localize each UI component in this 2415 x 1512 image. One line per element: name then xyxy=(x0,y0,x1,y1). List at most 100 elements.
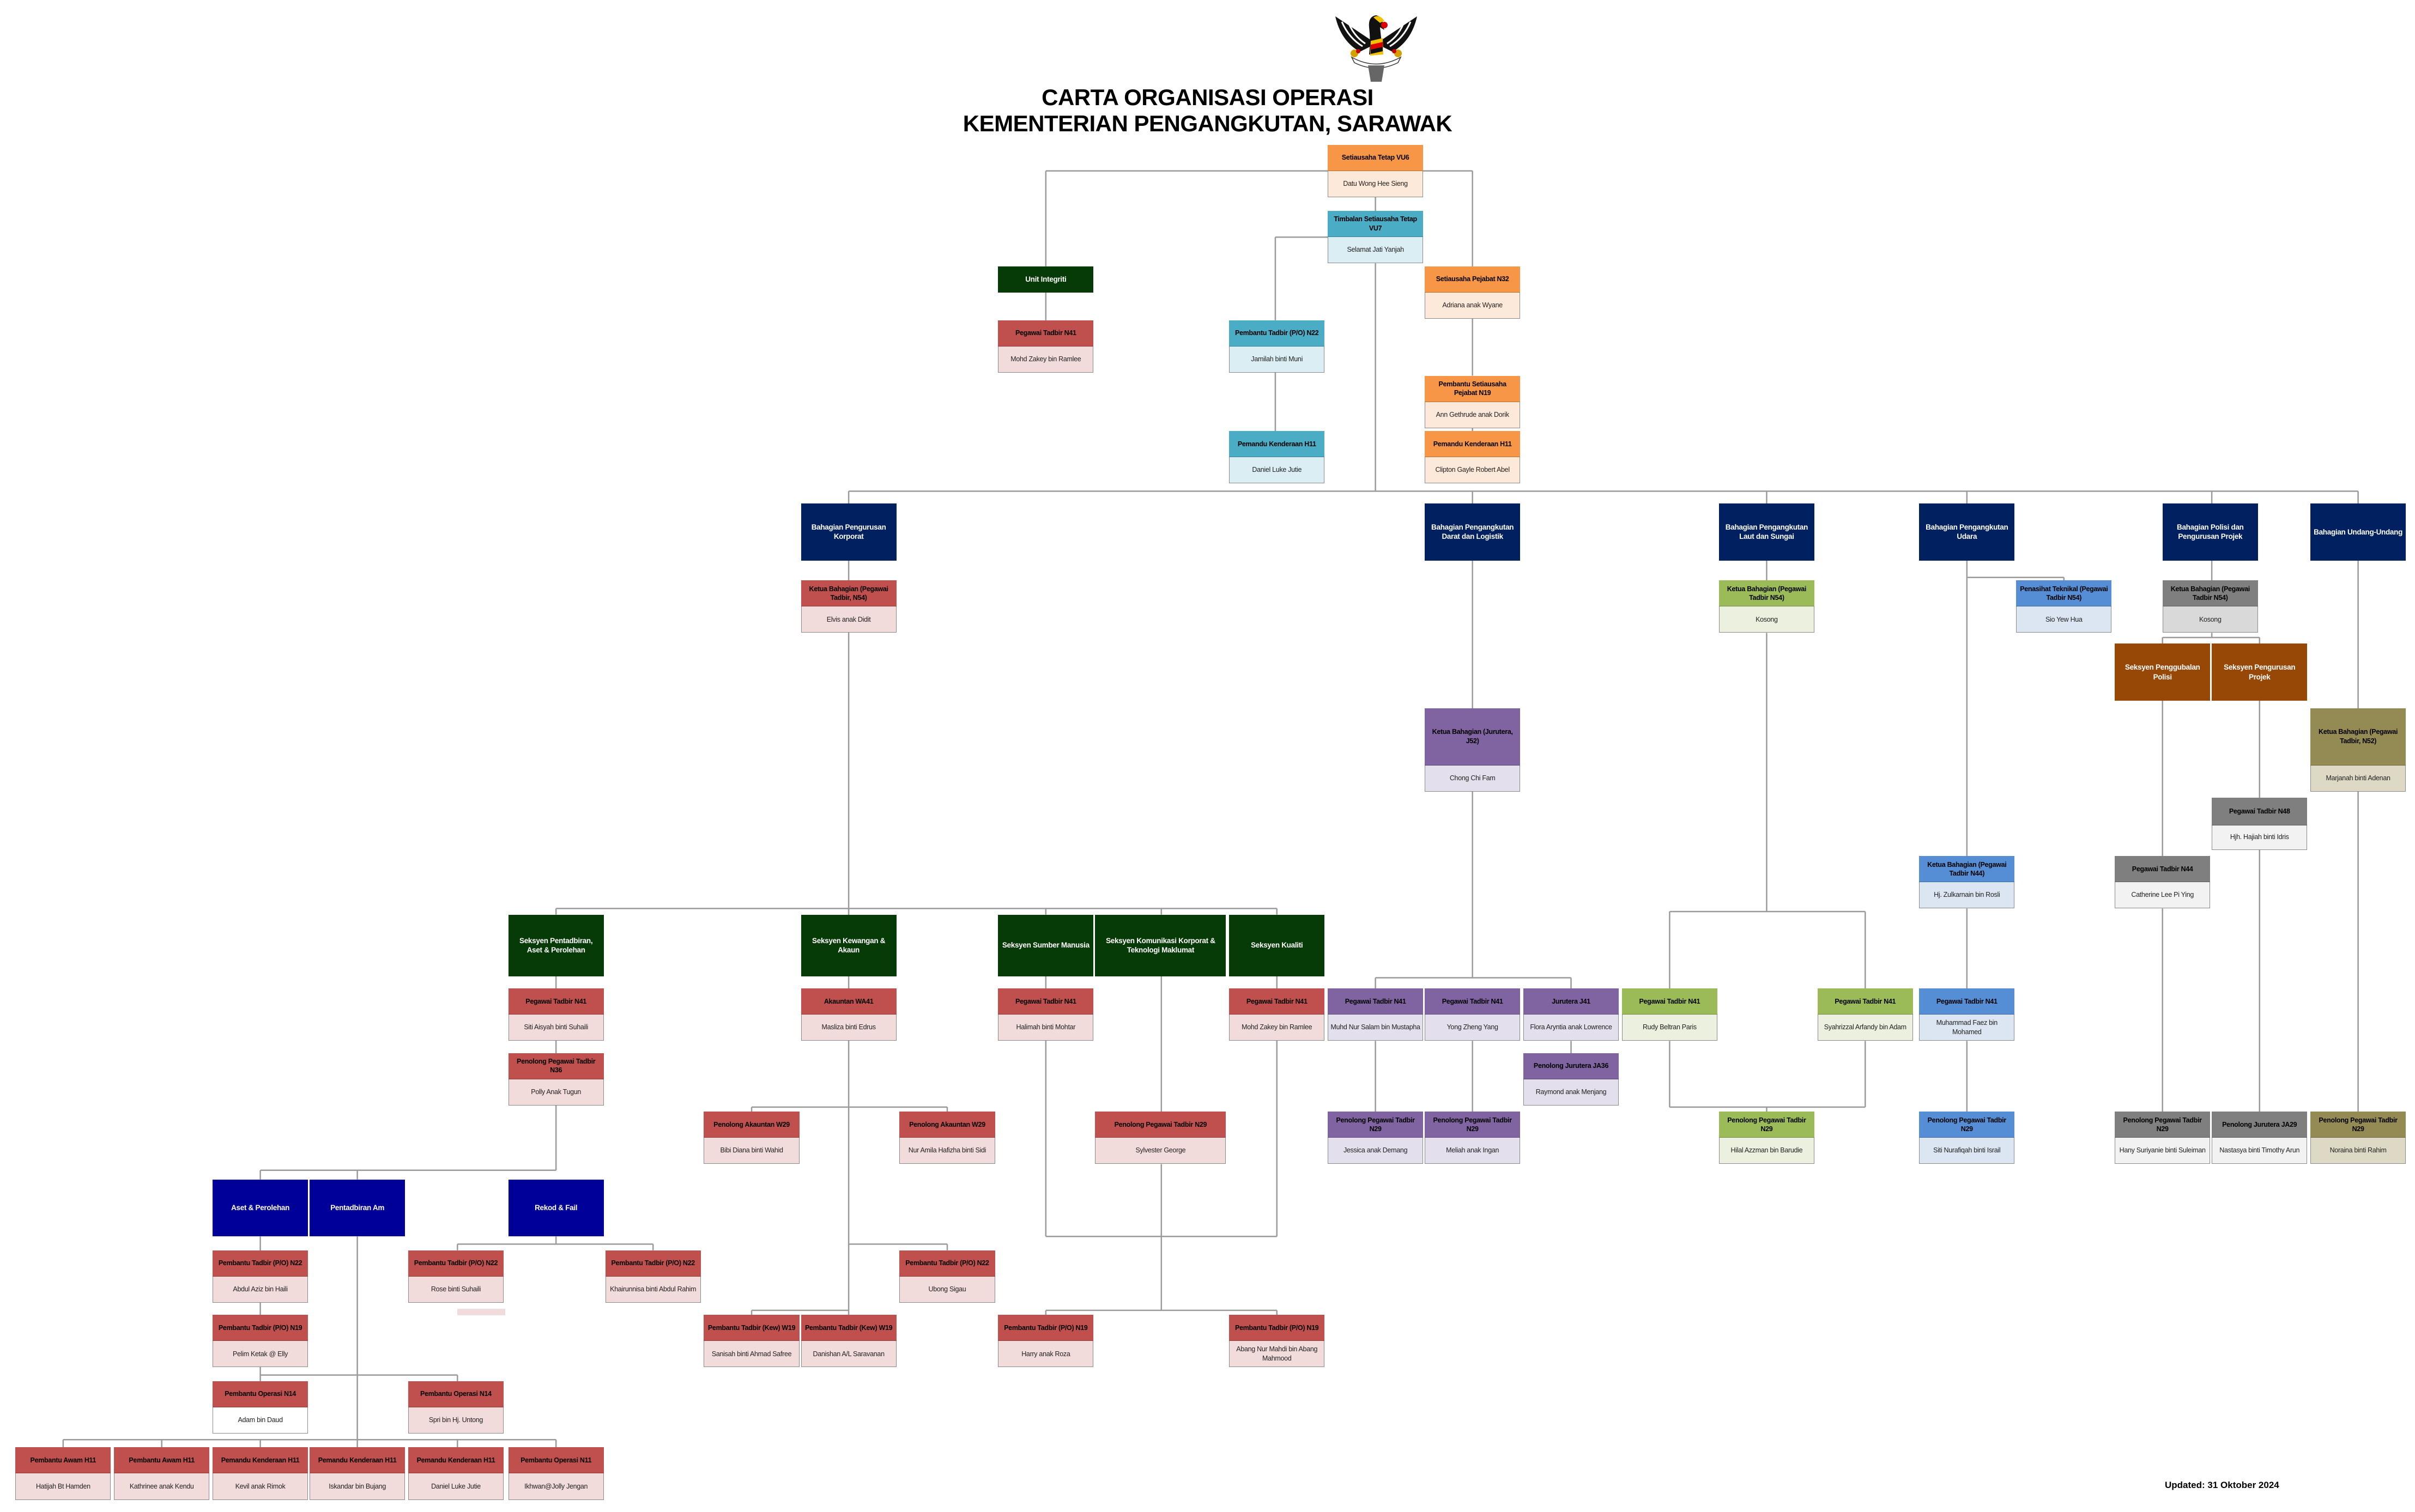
officer-name: Sanisah binti Ahmad Safree xyxy=(704,1341,800,1368)
org-unit-box: Seksyen Pentadbiran, Aset & Perolehan xyxy=(508,914,604,976)
position-box: Ketua Bahagian (Pegawai Tadbir N54)Koson… xyxy=(2162,580,2258,633)
position-title: Akauntan WA41 xyxy=(801,988,897,1015)
position-title: Pegawai Tadbir N48 xyxy=(2212,797,2308,825)
position-title: Pegawai Tadbir N41 xyxy=(1919,988,2015,1015)
org-unit-box: Seksyen Pengurusan Projek xyxy=(2212,643,2308,701)
officer-name: Mohd Zakey bin Ramlee xyxy=(1229,1015,1325,1041)
officer-name: Hatijah Bt Hamden xyxy=(15,1473,111,1500)
position-title: Pembantu Tadbir (P/O) N22 xyxy=(408,1250,504,1277)
position-title: Pembantu Tadbir (Kew) W19 xyxy=(704,1315,800,1341)
sarawak-crest-logo xyxy=(1335,15,1417,82)
officer-name: Kosong xyxy=(1718,606,1815,633)
officer-name: Jessica anak Demang xyxy=(1328,1138,1424,1164)
position-title: Penolong Pegawai Tadbir N29 xyxy=(1718,1112,1815,1138)
position-title: Pembantu Tadbir (Kew) W19 xyxy=(801,1315,897,1341)
position-title: Penolong Pegawai Tadbir N29 xyxy=(1919,1112,2015,1138)
unit-name: Bahagian Polisi dan Pengurusan Projek xyxy=(2162,503,2258,561)
position-title: Penolong Pegawai Tadbir N29 xyxy=(1095,1112,1226,1138)
position-title: Pegawai Tadbir N41 xyxy=(508,988,604,1015)
officer-name: Marjanah binti Adenan xyxy=(2310,765,2406,792)
position-title: Pemandu Kenderaan H11 xyxy=(408,1447,504,1474)
position-title: Ketua Bahagian (Jurutera, J52) xyxy=(1425,708,1521,766)
officer-name: Noraina binti Rahim xyxy=(2310,1138,2406,1164)
org-unit-box: Rekod & Fail xyxy=(508,1179,604,1237)
unit-name: Aset & Perolehan xyxy=(212,1179,308,1237)
officer-name: Hilal Azzman bin Barudie xyxy=(1718,1138,1815,1164)
position-title: Pembantu Operasi N14 xyxy=(408,1381,504,1407)
org-unit-box: Unit Integriti xyxy=(998,266,1094,293)
position-title: Pemandu Kenderaan H11 xyxy=(1229,431,1325,458)
org-unit-box: Bahagian Pengangkutan Laut dan Sungai xyxy=(1718,503,1815,561)
position-title: Pegawai Tadbir N41 xyxy=(998,320,1094,347)
org-unit-box: Bahagian Pengangkutan Darat dan Logistik xyxy=(1425,503,1521,561)
officer-name: Mohd Zakey bin Ramlee xyxy=(998,346,1094,373)
position-title: Pembantu Tadbir (P/O) N22 xyxy=(1229,320,1325,347)
officer-name: Sio Yew Hua xyxy=(2016,606,2112,633)
position-title: Pegawai Tadbir N41 xyxy=(1229,988,1325,1015)
position-box: Penasihat Teknikal (Pegawai Tadbir N54)S… xyxy=(2016,580,2112,633)
officer-name: Adam bin Daud xyxy=(212,1407,308,1434)
officer-name: Spri bin Hj. Untong xyxy=(408,1407,504,1434)
position-title: Pembantu Tadbir (P/O) N22 xyxy=(899,1250,995,1277)
org-unit-box: Seksyen Sumber Manusia xyxy=(998,914,1094,976)
position-title: Pembantu Tadbir (P/O) N19 xyxy=(1229,1315,1325,1341)
org-unit-box: Seksyen Penggubalan Polisi xyxy=(2115,643,2211,701)
position-title: Penolong Akauntan W29 xyxy=(899,1112,995,1138)
officer-name: Adriana anak Wyane xyxy=(1425,292,1521,319)
position-title: Pegawai Tadbir N41 xyxy=(998,988,1094,1015)
org-unit-box: Bahagian Undang-Undang xyxy=(2310,503,2406,561)
position-title: Pemandu Kenderaan H11 xyxy=(212,1447,308,1474)
position-title: Pegawai Tadbir N41 xyxy=(1328,988,1424,1015)
officer-name: Clipton Gayle Robert Abel xyxy=(1425,457,1521,484)
org-unit-box: Seksyen Kualiti xyxy=(1229,914,1325,976)
position-title: Pemandu Kenderaan H11 xyxy=(310,1447,405,1474)
unit-name: Seksyen Penggubalan Polisi xyxy=(2115,643,2211,701)
officer-name: Syahrizzal Arfandy bin Adam xyxy=(1817,1015,1913,1041)
position-title: Penolong Jurutera JA36 xyxy=(1523,1053,1619,1079)
officer-name: Harry anak Roza xyxy=(998,1341,1094,1368)
empty-cell-marker xyxy=(457,1309,505,1315)
updated-date: Updated: 31 Oktober 2024 xyxy=(2165,1480,2279,1490)
position-title: Pembantu Tadbir (P/O) N22 xyxy=(605,1250,701,1277)
officer-name: Flora Aryntia anak Lowrence xyxy=(1523,1015,1619,1041)
officer-name: Elvis anak Didit xyxy=(801,606,897,633)
position-title: Penolong Akauntan W29 xyxy=(704,1112,800,1138)
unit-name: Bahagian Undang-Undang xyxy=(2310,503,2406,561)
org-unit-box: Aset & Perolehan xyxy=(212,1179,308,1237)
position-title: Pegawai Tadbir N41 xyxy=(1817,988,1913,1015)
officer-name: Ann Gethrude anak Dorik xyxy=(1425,402,1521,428)
position-title: Pemandu Kenderaan H11 xyxy=(1425,431,1521,458)
officer-name: Pelim Ketak @ Elly xyxy=(212,1341,308,1368)
unit-name: Bahagian Pengurusan Korporat xyxy=(801,503,897,561)
officer-name: Datu Wong Hee Sieng xyxy=(1328,171,1424,197)
unit-name: Unit Integriti xyxy=(998,266,1094,293)
officer-name: Hj. Zulkarnain bin Rosli xyxy=(1919,882,2015,909)
unit-name: Seksyen Pentadbiran, Aset & Perolehan xyxy=(508,914,604,976)
position-box: Ketua Bahagian (Pegawai Tadbir, N52)Marj… xyxy=(2310,708,2406,792)
position-title: Setiausaha Pejabat N32 xyxy=(1425,266,1521,293)
